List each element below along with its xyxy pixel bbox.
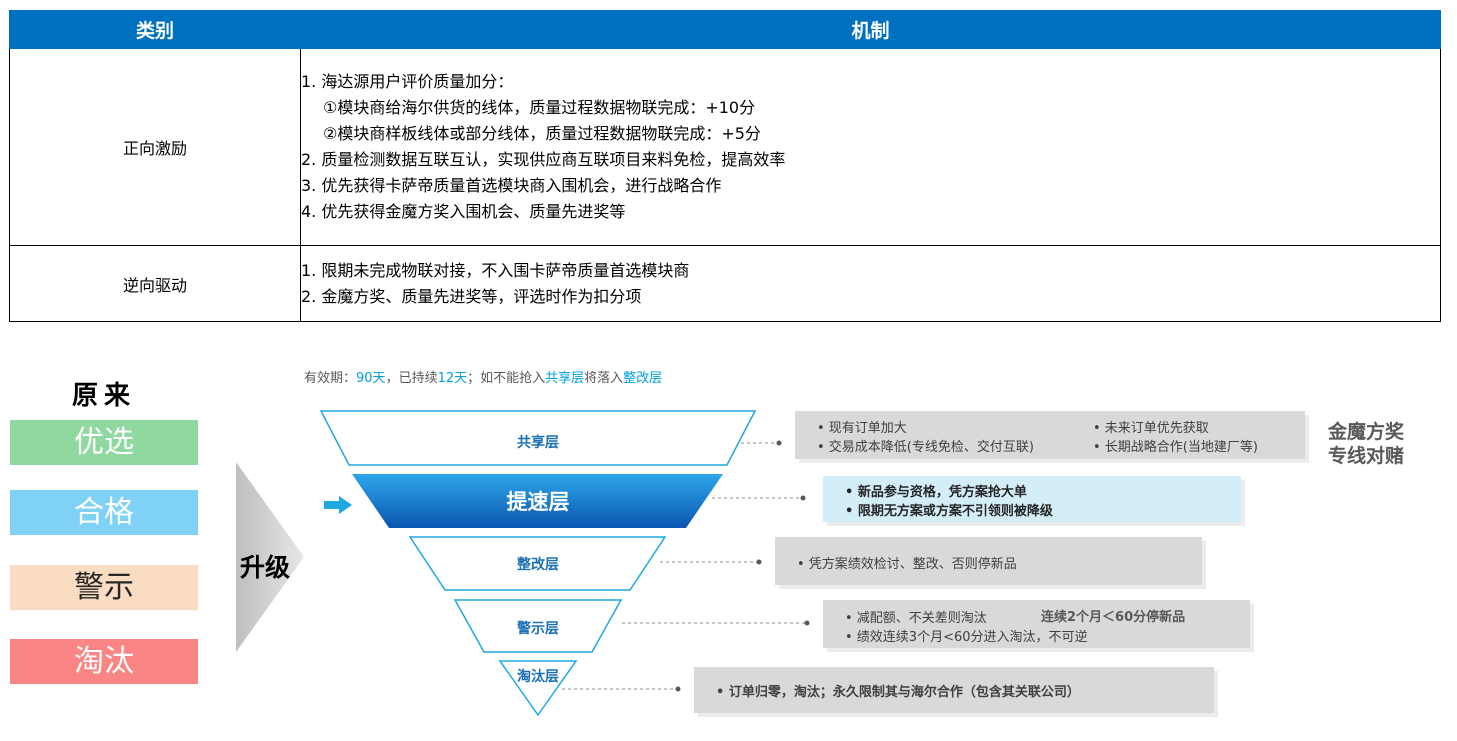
list-item: • 未来订单优先获取 [1093,421,1209,436]
table-row: 逆向驱动 1. 限期未完成物联对接，不入围卡萨帝质量首选模块商 2. 金魔方奖、… [9,245,1441,322]
mechanism-line: ②模块商样板线体或部分线体，质量过程数据物联完成：+5分 [323,124,761,143]
mechanism-positive: 1. 海达源用户评价质量加分： ①模块商给海尔供货的线体，质量过程数据物联完成：… [300,48,1441,246]
shared-layer-box: • 现有订单加大 • 交易成本降低(专线免检、交付互联) • 未来订单优先获取 … [795,411,1305,459]
category-positive: 正向激励 [9,48,301,246]
warning-highlight: 连续2个月＜60分停新品 [1041,610,1186,625]
layer-label-fast: 提速层 [506,490,570,514]
mechanism-line: 2. 质量检测数据互联互认，实现供应商互联项目来料免检，提高效率 [301,150,786,169]
upgrade-arrow-icon [236,462,304,652]
rectify-layer-box: • 凭方案绩效检讨、整改、否则停新品 [775,537,1202,585]
funnel-layer-warning [453,599,623,653]
original-title: 原来 [72,381,137,411]
list-item: • 凭方案绩效检讨、整改、否则停新品 [797,557,1017,572]
eliminate-layer-box: • 订单归零，淘汰；永久限制其与海尔合作（包含其关联公司） [694,667,1214,713]
mechanism-line: 3. 优先获得卡萨帝质量首选模块商入围机会，进行战略合作 [301,176,722,195]
validity-days: 90天 [356,371,386,386]
funnel-layer-fast [352,474,723,528]
funnel-layer-shared [319,410,757,466]
validity-elapsed: 12天 [437,371,468,386]
list-item: • 现有订单加大 [817,421,907,436]
mechanism-line: 2. 金魔方奖、质量先进奖等，评选时作为扣分项 [301,286,642,306]
list-item: • 减配额、不关差则淘汰 [845,611,987,626]
mechanism-line: 4. 优先获得金魔方奖入围机会、质量先进奖等 [301,202,626,221]
validity-text: ，已持续 [385,371,438,386]
side-note-line: 专线对赌 [1327,445,1404,467]
list-item: • 绩效连续3个月<60分进入淘汰，不可逆 [845,630,1088,645]
side-note: 金魔方奖 专线对赌 [1318,420,1414,468]
validity-text: ；如不能抢入 [467,371,546,386]
layer-label-shared: 共享层 [517,435,559,451]
header-category: 类别 [9,10,301,49]
validity-text: 有效期： [304,371,357,386]
validity-note: 有效期：90天，已持续12天；如不能抢入共享层将落入整改层 [304,367,662,386]
funnel-layer-rectify [408,536,667,591]
level-eliminated: 淘汰 [10,639,198,684]
layer-label-rectify: 整改层 [517,557,559,573]
table-row: 正向激励 1. 海达源用户评价质量加分： ①模块商给海尔供货的线体，质量过程数据… [9,48,1441,246]
upgrade-label: 升级 [240,553,291,582]
validity-shared-layer: 共享层 [545,371,585,386]
list-item: • 交易成本降低(专线免检、交付互联) [817,440,1034,455]
list-item: • 订单归零，淘汰；永久限制其与海尔合作（包含其关联公司） [716,685,1080,700]
level-warning: 警示 [10,565,198,610]
side-note-line: 金魔方奖 [1327,421,1404,443]
fast-layer-box: • 新品参与资格，凭方案抢大单 • 限期无方案或方案不引领则被降级 [823,476,1241,522]
pointer-arrow-icon [324,496,352,514]
list-item: • 新品参与资格，凭方案抢大单 [845,485,1027,500]
mechanism-line: ①模块商给海尔供货的线体，质量过程数据物联完成：+10分 [323,98,756,117]
funnel-layer-eliminate [498,660,578,717]
layer-label-eliminate: 淘汰层 [517,669,559,685]
mechanism-line: 1. 海达源用户评价质量加分： [301,72,514,91]
layer-label-warning: 警示层 [517,621,559,637]
mechanism-line: 1. 限期未完成物联对接，不入围卡萨帝质量首选模块商 [301,260,690,280]
validity-text: 将落入 [584,371,624,386]
level-qualified: 合格 [10,490,198,535]
list-item: • 限期无方案或方案不引领则被降级 [845,504,1053,519]
mechanism-negative: 1. 限期未完成物联对接，不入围卡萨帝质量首选模块商 2. 金魔方奖、质量先进奖… [300,245,1441,322]
level-preferred: 优选 [10,420,198,465]
validity-rectify-layer: 整改层 [623,371,663,386]
warning-layer-box: • 减配额、不关差则淘汰 连续2个月＜60分停新品 • 绩效连续3个月<60分进… [823,600,1250,648]
mechanism-table: 类别 机制 正向激励 1. 海达源用户评价质量加分： ①模块商给海尔供货的线体，… [9,10,1441,322]
list-item: • 长期战略合作(当地建厂等) [1093,440,1258,455]
